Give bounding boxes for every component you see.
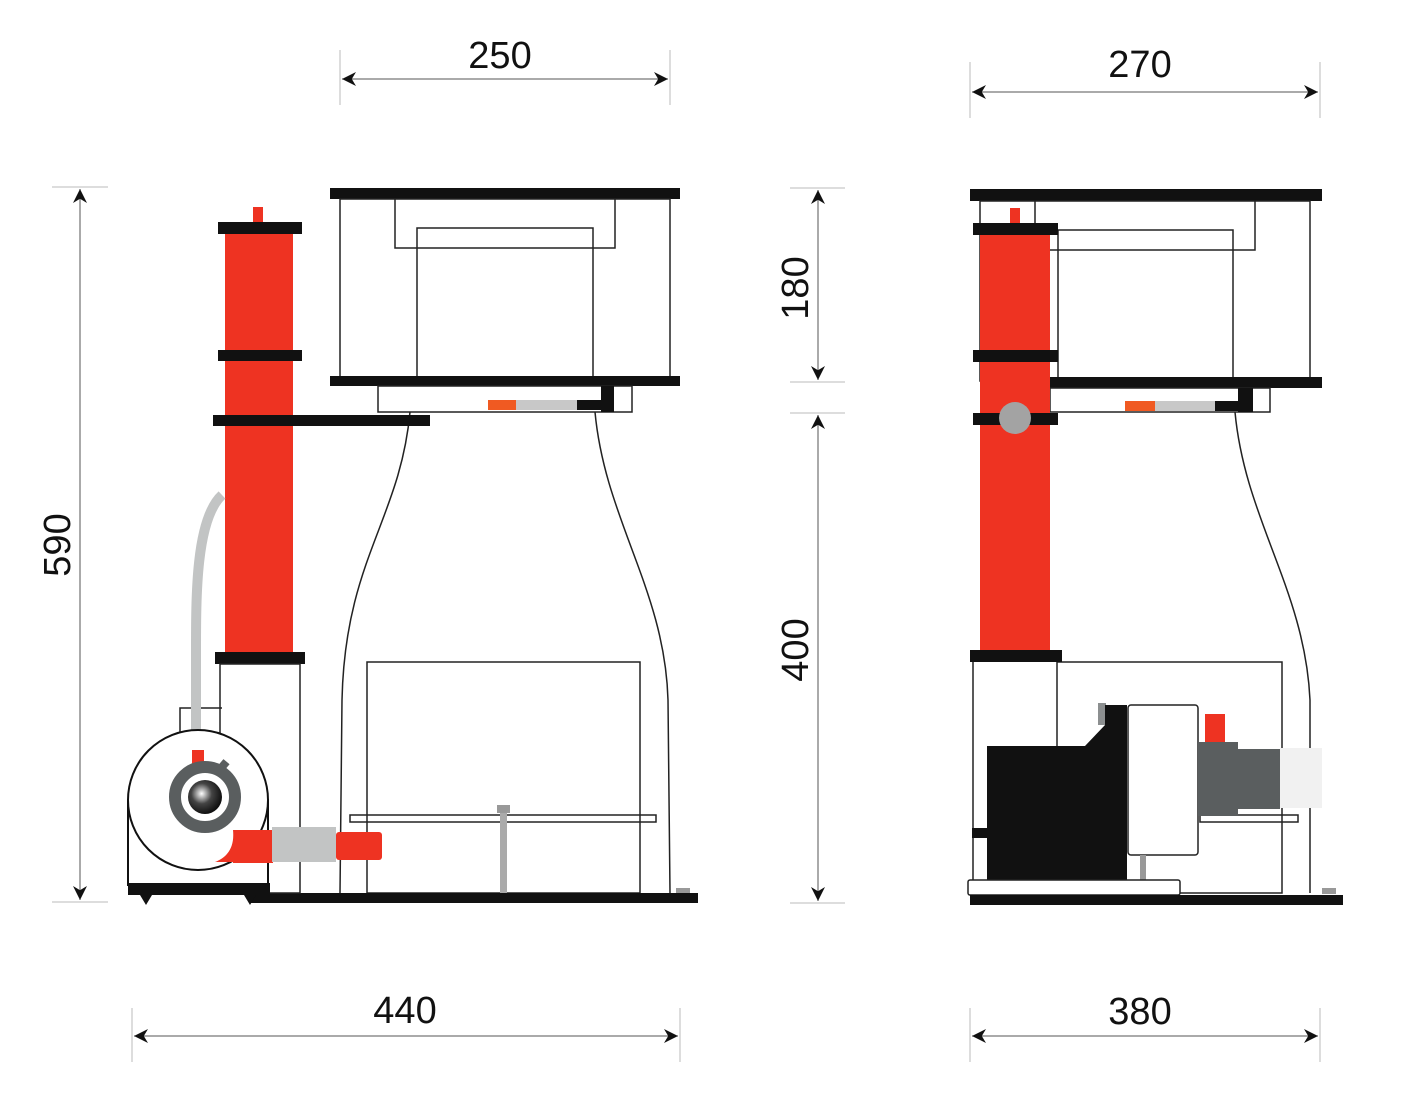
air-valve — [999, 402, 1031, 434]
dimension-label: 440 — [373, 990, 436, 1032]
dimension-body-height: 400 — [775, 412, 845, 904]
pump-outlet — [1280, 748, 1322, 808]
dimension-label: 180 — [775, 256, 817, 319]
air-tube — [190, 491, 226, 752]
dimension-label: 400 — [775, 618, 817, 681]
dimension-label: 250 — [468, 35, 531, 77]
dimension-bottom-left: 440 — [131, 990, 681, 1062]
dimension-cup-height: 180 — [775, 187, 845, 383]
dimension-label: 270 — [1108, 44, 1171, 86]
dimension-label: 590 — [37, 513, 79, 576]
skimmer-front-view — [127, 188, 698, 905]
dimension-top-right: 270 — [969, 44, 1321, 118]
reaction-column — [225, 230, 293, 655]
injector-tip — [488, 400, 516, 410]
dimension-label: 380 — [1108, 991, 1171, 1033]
dimension-top-left: 250 — [339, 35, 671, 105]
pump-intake — [188, 780, 222, 814]
dimension-total-height: 590 — [37, 186, 108, 903]
skimmer-side-view — [967, 189, 1343, 905]
pump-outlet — [336, 832, 382, 860]
dimension-bottom-right: 380 — [969, 991, 1321, 1062]
pump-motor — [987, 705, 1127, 880]
